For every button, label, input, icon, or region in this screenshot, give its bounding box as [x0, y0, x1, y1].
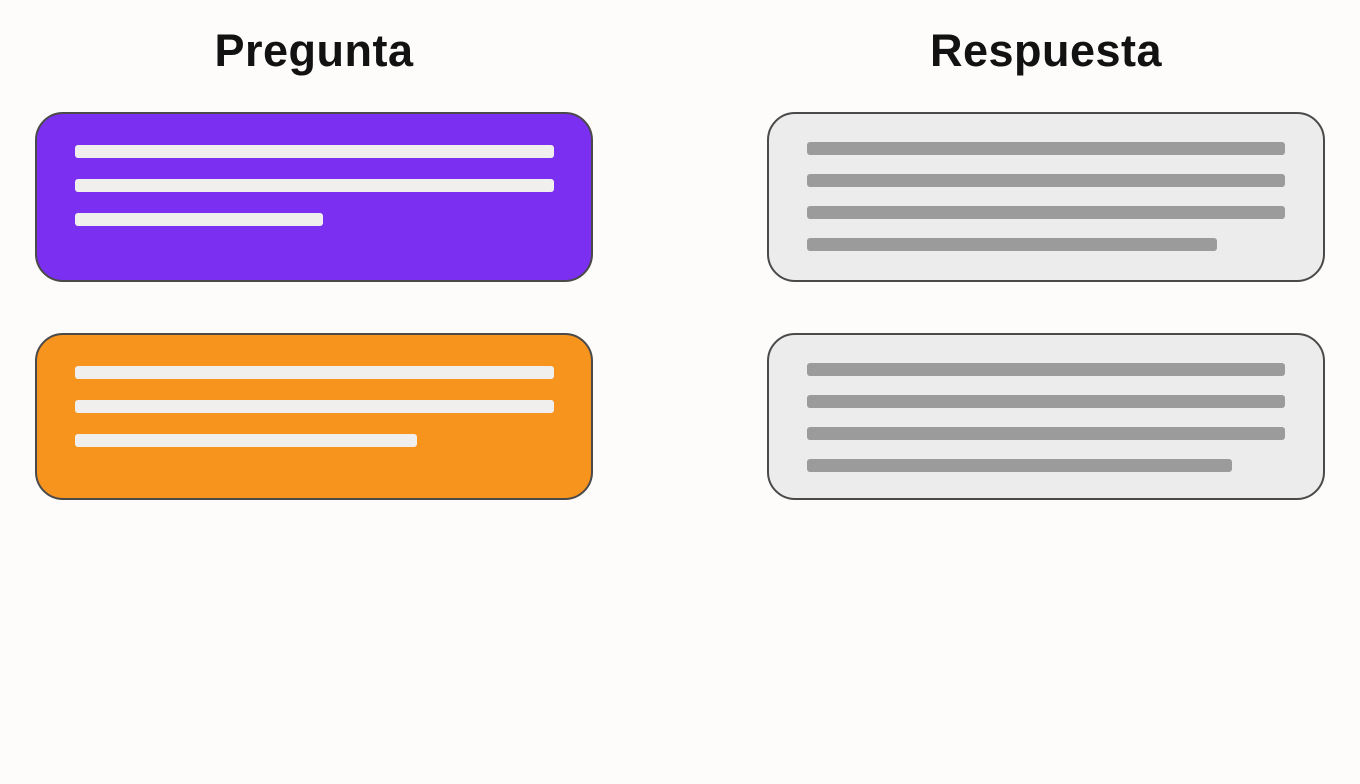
skeleton-text-line: [75, 213, 323, 226]
question-card-1[interactable]: [35, 112, 593, 282]
answer-card-2[interactable]: [767, 333, 1325, 500]
question-column-title: Pregunta: [214, 25, 414, 76]
answer-column-title: Respuesta: [929, 25, 1163, 76]
skeleton-text-line: [75, 434, 417, 447]
skeleton-text-line: [807, 142, 1285, 155]
question-card-2[interactable]: [35, 333, 593, 500]
skeleton-text-line: [807, 459, 1232, 472]
skeleton-text-line: [807, 395, 1285, 408]
skeleton-text-line: [75, 145, 554, 158]
skeleton-text-line: [807, 174, 1285, 187]
skeleton-text-line: [807, 363, 1285, 376]
skeleton-text-line: [75, 366, 554, 379]
answer-card-1[interactable]: [767, 112, 1325, 282]
skeleton-text-line: [75, 179, 554, 192]
skeleton-text-line: [75, 400, 554, 413]
skeleton-text-line: [807, 238, 1217, 251]
skeleton-text-line: [807, 206, 1285, 219]
skeleton-text-line: [807, 427, 1285, 440]
